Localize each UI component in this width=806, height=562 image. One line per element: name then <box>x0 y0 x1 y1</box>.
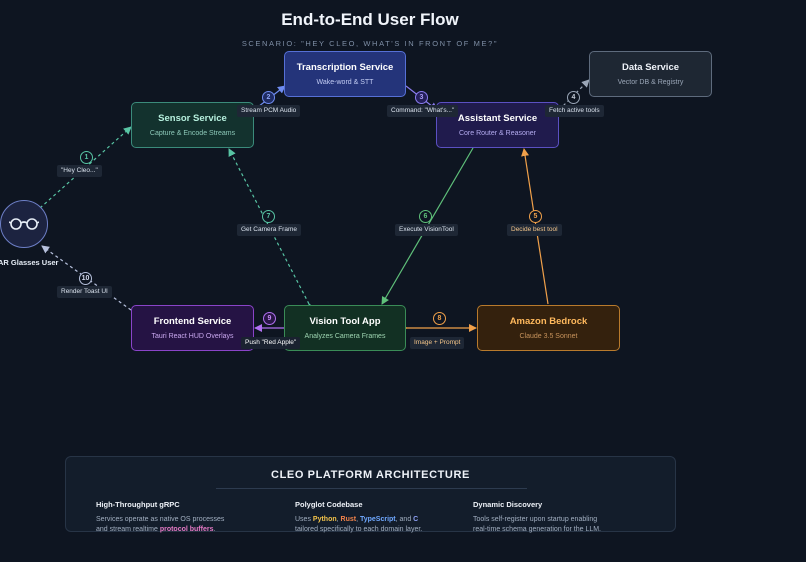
amazon-bedrock-node: Amazon Bedrock Claude 3.5 Sonnet <box>477 305 620 351</box>
edge-label-6: Execute VisionTool <box>395 224 458 236</box>
feature-grpc: High-Throughput gRPC Services operate as… <box>96 500 256 535</box>
highlight-typescript: TypeScript <box>359 516 396 523</box>
feature-title: Polyglot Codebase <box>295 500 363 509</box>
sensor-service-node: Sensor Service Capture & Encode Streams <box>131 102 254 148</box>
glasses-icon <box>9 218 39 230</box>
edge-label-3: Command: "What's..." <box>387 105 459 117</box>
node-subtitle: Vector DB & Registry <box>617 78 684 86</box>
feature-text: , <box>356 516 360 523</box>
vision-tool-app-node: Vision Tool App Analyzes Camera Frames <box>284 305 406 351</box>
step-badge-2: 2 <box>262 91 275 104</box>
feature-description: Tools self-register upon startup enablin… <box>473 515 633 535</box>
node-subtitle: Tauri React HUD Overlays <box>151 332 234 340</box>
node-subtitle: Wake-word & STT <box>316 78 374 86</box>
step-badge-4: 4 <box>567 91 580 104</box>
edge-label-7: Get Camera Frame <box>237 224 301 236</box>
node-subtitle: Analyzes Camera Frames <box>304 332 386 340</box>
step-badge-6: 6 <box>419 210 432 223</box>
step-badge-9: 9 <box>263 312 276 325</box>
node-title: Assistant Service <box>457 112 538 124</box>
node-title: Amazon Bedrock <box>509 315 588 327</box>
edge-label-2: Stream PCM Audio <box>237 105 301 117</box>
feature-line: tailored specifically to each domain lay… <box>295 526 423 533</box>
feature-line-end: . <box>213 526 216 533</box>
feature-line: Services operate as native OS processes <box>96 516 225 523</box>
node-subtitle: Claude 3.5 Sonnet <box>519 332 578 340</box>
step-badge-8: 8 <box>433 312 446 325</box>
user-label: AR Glasses User <box>0 258 59 267</box>
edge-label-8: Image + Prompt <box>410 337 465 349</box>
edge-7 <box>228 148 316 313</box>
edge-label-10: Render Toast UI <box>57 286 112 298</box>
feature-text: , <box>336 516 341 523</box>
edge-label-1: "Hey Cleo..." <box>57 165 102 177</box>
node-subtitle: Core Router & Reasoner <box>458 129 537 137</box>
step-badge-3: 3 <box>415 91 428 104</box>
step-badge-1: 1 <box>80 151 93 164</box>
step-badge-7: 7 <box>262 210 275 223</box>
feature-line: and stream realtime <box>96 526 160 533</box>
highlight-python: Python <box>312 516 337 523</box>
data-service-node: Data Service Vector DB & Registry <box>589 51 712 97</box>
transcription-service-node: Transcription Service Wake-word & STT <box>284 51 406 97</box>
node-title: Data Service <box>621 61 680 73</box>
node-title: Vision Tool App <box>309 315 381 327</box>
feature-discovery: Dynamic Discovery Tools self-register up… <box>473 500 633 535</box>
architecture-title: CLEO PLATFORM ARCHITECTURE <box>271 469 470 481</box>
divider <box>216 488 527 489</box>
step-badge-5: 5 <box>529 210 542 223</box>
feature-polyglot: Polyglot Codebase Uses Python, Rust, Typ… <box>295 500 455 535</box>
highlight-rust: Rust <box>340 516 357 523</box>
ar-glasses-user-avatar <box>0 200 48 248</box>
feature-title: Dynamic Discovery <box>473 500 543 509</box>
edge-label-4: Fetch active tools <box>545 105 604 117</box>
step-badge-10: 10 <box>79 272 92 285</box>
feature-description: Uses Python, Rust, TypeScript, and C tai… <box>295 515 455 535</box>
edge-label-9: Push "Red Apple" <box>241 337 301 349</box>
feature-text: , and <box>395 516 414 523</box>
scenario-subtitle: SCENARIO: "HEY CLEO, WHAT'S IN FRONT OF … <box>241 39 499 48</box>
edge-label-5: Decide best tool <box>507 224 562 236</box>
node-title: Transcription Service <box>296 61 394 73</box>
node-title: Sensor Service <box>158 112 227 124</box>
highlight-c: C <box>413 516 419 523</box>
feature-title: High-Throughput gRPC <box>96 500 180 509</box>
highlight-protocol-buffers: protocol buffers <box>159 526 214 533</box>
feature-line: Tools self-register upon startup enablin… <box>473 516 598 523</box>
page-title: End-to-End User Flow <box>281 10 459 29</box>
node-subtitle: Capture & Encode Streams <box>149 129 236 137</box>
assistant-service-node: Assistant Service Core Router & Reasoner <box>436 102 559 148</box>
node-title: Frontend Service <box>153 315 232 327</box>
feature-text: Uses <box>295 516 313 523</box>
frontend-service-node: Frontend Service Tauri React HUD Overlay… <box>131 305 254 351</box>
feature-description: Services operate as native OS processes … <box>96 515 256 535</box>
architecture-card: CLEO PLATFORM ARCHITECTURE High-Throughp… <box>65 456 676 535</box>
feature-line: real-time schema generation for the LLM. <box>473 526 602 533</box>
